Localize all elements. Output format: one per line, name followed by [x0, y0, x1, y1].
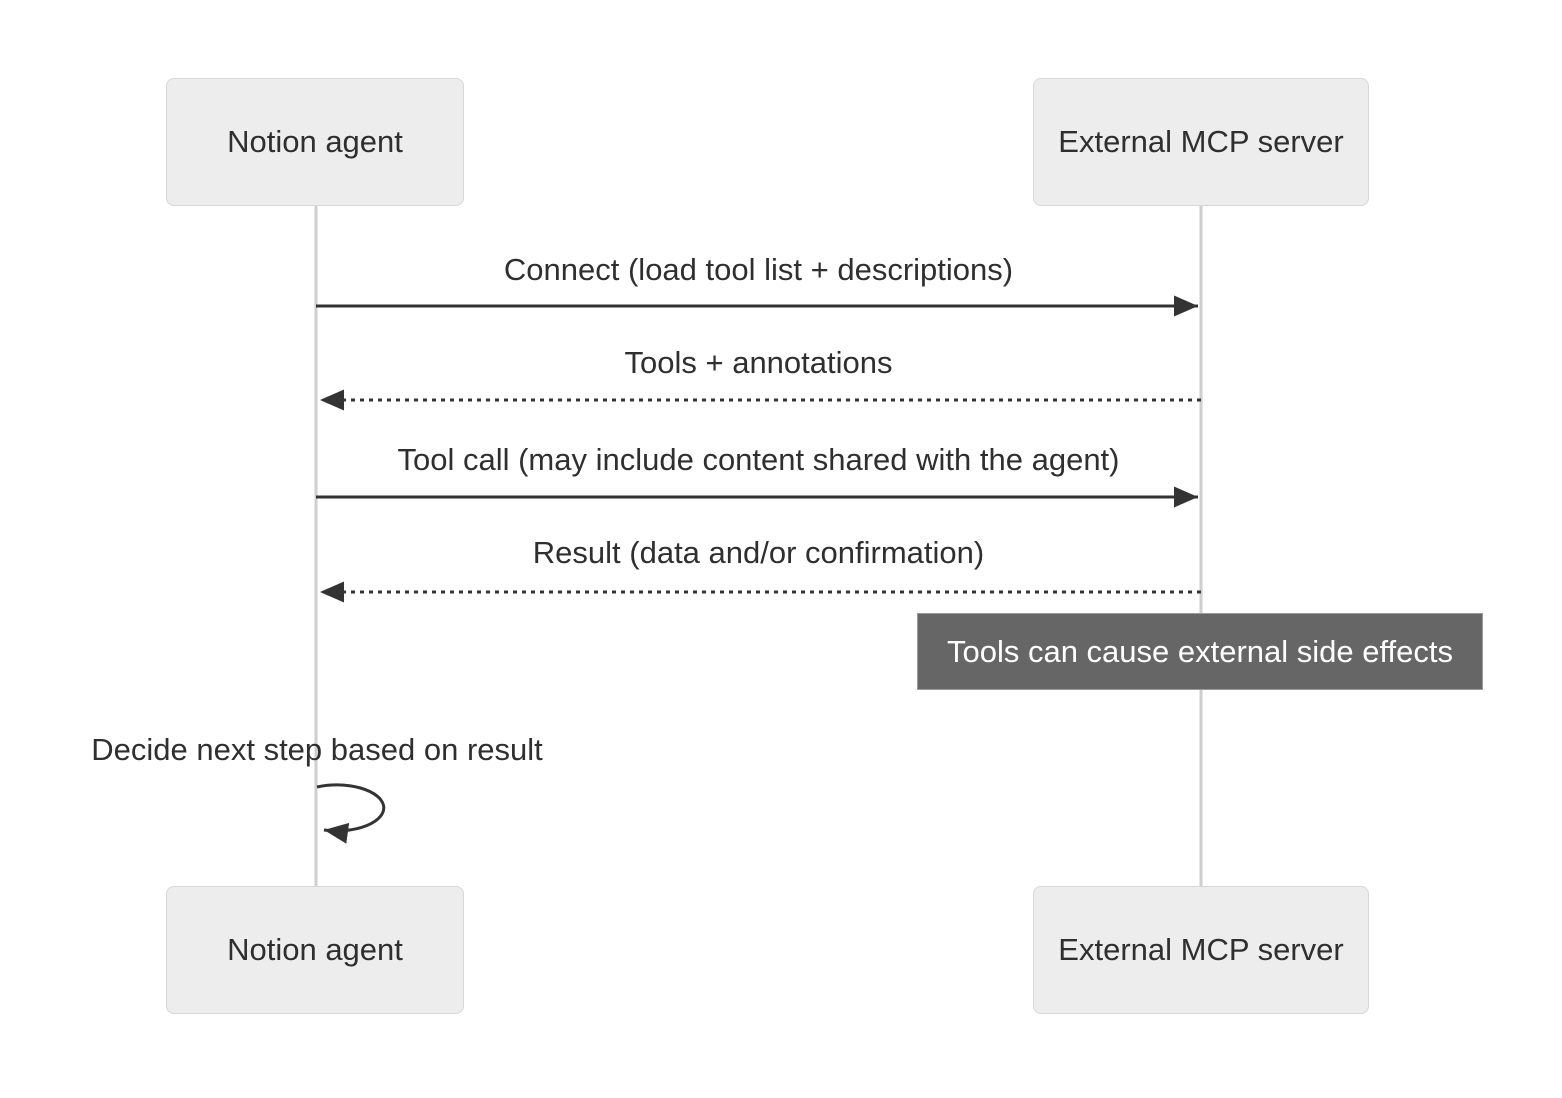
note-side-effects: Tools can cause external side effects — [917, 613, 1483, 690]
actor-notion-agent-top: Notion agent — [166, 78, 464, 206]
message-label-tool-call: Tool call (may include content shared wi… — [397, 442, 1120, 477]
message-label-decide-next-step: Decide next step based on result — [91, 732, 543, 767]
message-label-connect: Connect (load tool list + descriptions) — [503, 252, 1014, 287]
actor-notion-agent-bottom: Notion agent — [166, 886, 464, 1014]
actor-external-mcp-server-top: External MCP server — [1033, 78, 1369, 206]
actor-external-mcp-server-bottom: External MCP server — [1033, 886, 1369, 1014]
message-label-tools-annotations: Tools + annotations — [624, 345, 893, 380]
message-label-result: Result (data and/or confirmation) — [532, 535, 985, 570]
self-loop-arrow — [316, 783, 386, 844]
